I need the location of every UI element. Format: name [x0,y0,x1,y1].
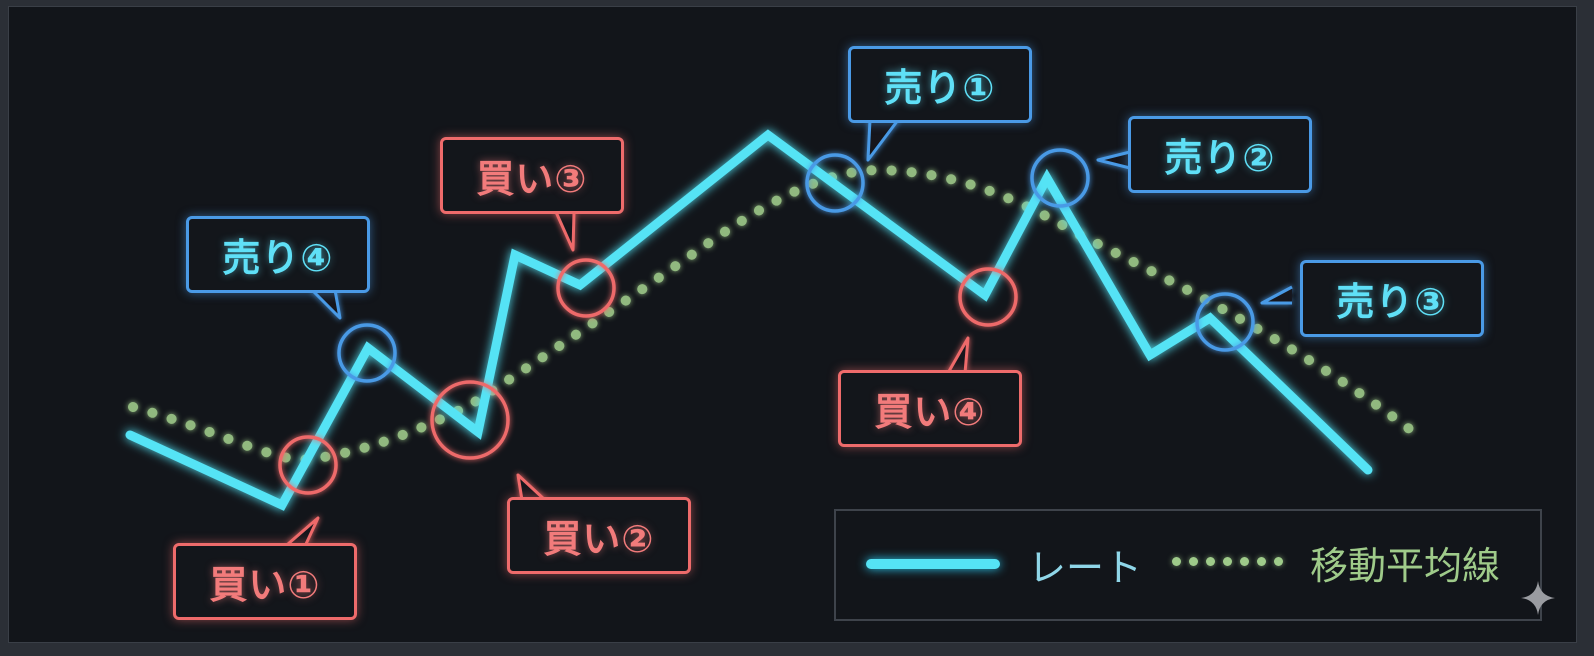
callout-buy-2: 買い② [507,497,691,574]
buy3-tail [554,211,576,252]
sell-marker-2 [1030,148,1090,208]
callout-sell-1-label: 売り① [884,66,996,110]
buy2-tail [516,473,547,502]
callout-sell-3-label: 売り③ [1336,280,1448,324]
rate-line [125,129,1373,511]
legend-rate-label: レート [1028,546,1143,590]
callout-buy-1: 買い① [173,543,357,620]
callout-sell-2: 売り② [1128,116,1312,193]
legend-ma-swatch [1172,557,1283,566]
buy-marker-2 [430,380,510,460]
sell4-tail [310,288,342,320]
legend-ma-label: 移動平均線 [1310,544,1501,588]
callout-sell-4: 売り④ [186,216,370,293]
callout-buy-4-label: 買い④ [874,390,986,434]
moving-average-line [128,164,1425,466]
callout-sell-2-label: 売り② [1164,136,1276,180]
callout-buy-3-label: 買い③ [476,157,588,201]
callout-buy-3: 買い③ [440,137,624,214]
sparkle-icon [1521,581,1555,615]
callout-sell-3: 売り③ [1300,260,1484,337]
buy4-tail [946,336,970,374]
sell3-tail [1260,285,1293,305]
legend-rate-swatch [866,559,1000,569]
chart-legend: レート 移動平均線 [834,509,1542,621]
sell-marker-4 [337,323,397,383]
callout-buy-1-label: 買い① [209,563,321,607]
sell-marker-3 [1195,292,1255,352]
sell1-tail [866,119,900,162]
buy-marker-1 [278,435,338,495]
buy1-tail [287,516,320,546]
callout-sell-4-label: 売り④ [222,236,334,280]
sell2-tail [1096,150,1131,170]
buy-marker-4 [958,267,1018,327]
callout-buy-4: 買い④ [838,370,1022,447]
callout-buy-2-label: 買い② [543,517,655,561]
sell-marker-1 [805,153,865,213]
callout-sell-1: 売り① [848,46,1032,123]
buy-marker-3 [556,258,616,318]
